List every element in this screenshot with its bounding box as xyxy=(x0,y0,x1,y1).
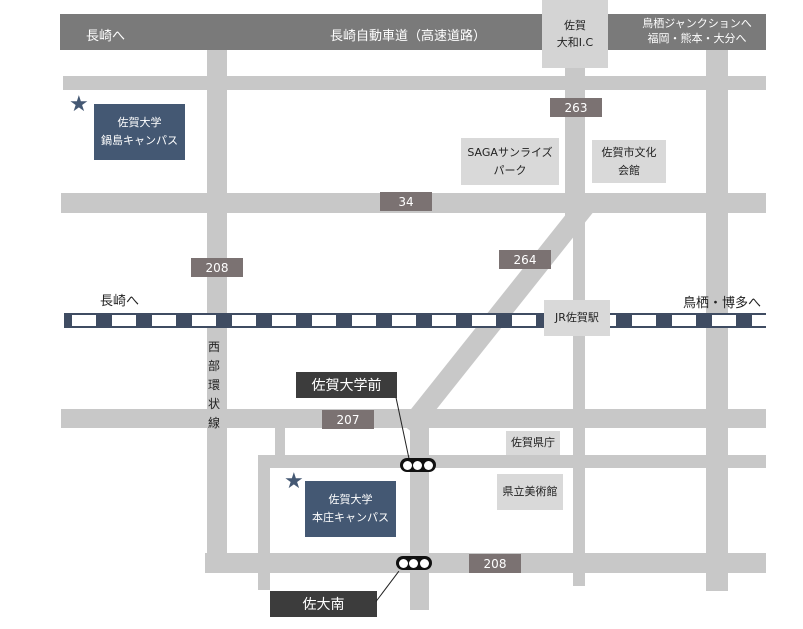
culture-hall-line1: 佐賀市文化 xyxy=(601,145,657,159)
expressway-east-label-line2: 福岡・熊本・大分へ xyxy=(647,32,747,45)
nabeshima-campus-line2: 鍋島キャンパス xyxy=(101,134,178,147)
saga-sunrise-park-line2: パーク xyxy=(493,163,527,177)
ring-road-char-5: 線 xyxy=(207,416,220,430)
art-museum-label: 県立美術館 xyxy=(502,485,558,498)
route-34-badge: 34 xyxy=(380,192,432,211)
honjo-campus: 佐賀大学 本庄キャンパス xyxy=(305,481,396,537)
road-campus-vertical xyxy=(410,410,429,610)
traffic-signal-icon xyxy=(400,458,436,472)
jr-railway-line xyxy=(64,313,766,328)
railway-west-label: 長崎へ xyxy=(100,294,140,309)
nabeshima-campus: 佐賀大学 鍋島キャンパス xyxy=(94,104,185,160)
culture-hall-line2: 会館 xyxy=(618,163,640,177)
station-label: JR佐賀駅 xyxy=(555,311,599,324)
road-center-vertical xyxy=(573,236,585,586)
road-south-inner xyxy=(258,455,766,468)
road-north-horizontal xyxy=(63,76,766,90)
honjo-campus-star-icon: ★ xyxy=(284,469,304,494)
ring-road-char-4: 状 xyxy=(207,397,220,411)
ring-road-char-1: 西 xyxy=(207,340,220,354)
saga-yamato-interchange: 佐賀 大和I.C xyxy=(542,0,608,68)
road-west-small-vertical xyxy=(258,455,270,590)
expressway-east-label-line1: 鳥栖ジャンクションへ xyxy=(642,17,752,30)
route-264-badge: 264 xyxy=(499,250,551,269)
honjo-campus-line2: 本庄キャンパス xyxy=(312,511,389,524)
saga-prefectural-office: 佐賀県庁 xyxy=(506,431,560,455)
prefectural-office-label: 佐賀県庁 xyxy=(511,436,555,449)
west-ring-road-label: 西 部 環 状 線 xyxy=(207,338,221,433)
nabeshima-campus-star-icon: ★ xyxy=(69,92,89,117)
nabeshima-campus-line1: 佐賀大学 xyxy=(117,116,162,129)
interchange-line1: 佐賀 xyxy=(564,19,586,32)
expressway-west-label: 長崎へ xyxy=(86,29,126,44)
saga-sunrise-park-line1: SAGAサンライズ xyxy=(467,145,553,159)
bus-stop-sadai-minami: 佐大南 xyxy=(270,591,377,617)
saga-city-culture-hall: 佐賀市文化 会館 xyxy=(592,140,666,183)
jr-saga-station: JR佐賀駅 xyxy=(544,300,610,336)
railway-east-label: 鳥栖・博多へ xyxy=(683,296,762,311)
ring-road-char-3: 環 xyxy=(207,378,220,392)
road-route-263 xyxy=(565,50,585,236)
route-208-north-badge: 208 xyxy=(191,258,243,277)
expressway-name: 長崎自動車道（高速道路） xyxy=(330,29,487,44)
road-west-ring xyxy=(207,50,227,573)
ring-road-char-2: 部 xyxy=(207,359,220,373)
route-207-badge: 207 xyxy=(322,410,374,429)
route-208-south-badge: 208 xyxy=(469,554,521,573)
interchange-line2: 大和I.C xyxy=(556,36,594,49)
bus-stop-saga-univ-mae: 佐賀大学前 xyxy=(296,372,397,398)
road-short-spur xyxy=(275,428,285,456)
traffic-signal-icon-south xyxy=(396,556,432,570)
route-263-badge: 263 xyxy=(550,98,602,117)
honjo-campus-line1: 佐賀大学 xyxy=(328,493,373,506)
expressway-band xyxy=(60,14,766,50)
saga-sunrise-park: SAGAサンライズ パーク xyxy=(461,138,559,185)
expressway-east-label: 鳥栖ジャンクションへ 福岡・熊本・大分へ xyxy=(632,16,762,46)
bus-stop-sadai-minami-leader xyxy=(375,570,400,602)
prefectural-art-museum: 県立美術館 xyxy=(497,474,563,510)
